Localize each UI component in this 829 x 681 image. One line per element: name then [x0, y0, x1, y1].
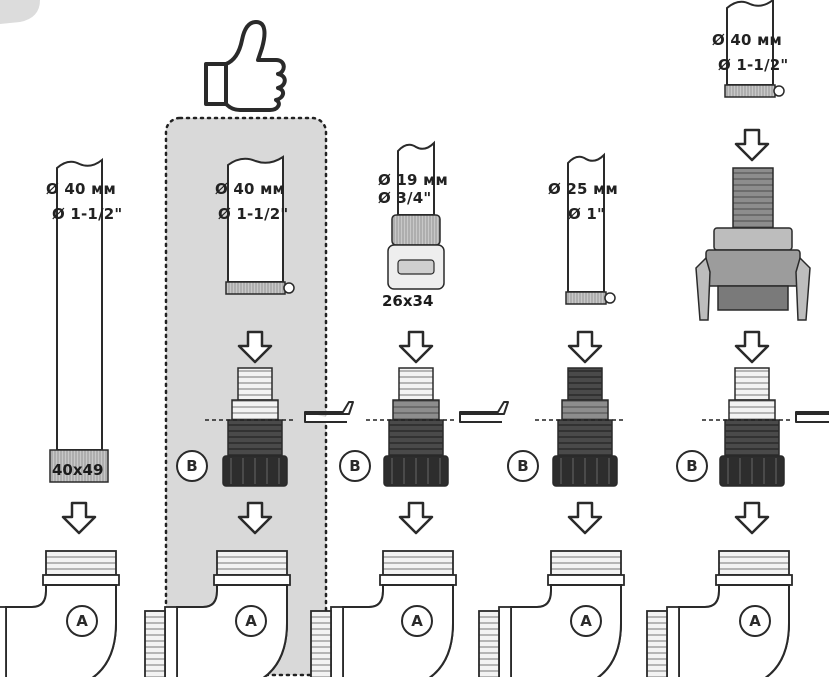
col2-elbow-top-collar — [214, 575, 290, 585]
col5-camlock-barb — [733, 168, 773, 228]
col5-adapter-low-thread — [725, 420, 779, 456]
col3-adapter-label: B — [339, 450, 371, 482]
col5-elbow-label: A — [739, 605, 771, 637]
col5-diameter-mm: Ø 40 мм — [712, 31, 782, 49]
col1-diameter-in: Ø 1-1/2" — [52, 205, 122, 223]
col5-cam-arm-right — [796, 258, 810, 320]
col3-elbow-label: A — [401, 605, 433, 637]
col4-diameter-in: Ø 1" — [568, 205, 605, 223]
col5-camlock-body — [706, 250, 800, 286]
col5-clamp-screw — [774, 86, 784, 96]
thumb-cuff — [206, 64, 226, 104]
col2-clamp — [226, 282, 285, 294]
col5-elbow-body-fill — [679, 585, 789, 677]
col5-adapter-cutter-icon — [796, 402, 829, 422]
col1-arrow-down — [63, 503, 95, 533]
col5-diameter-in: Ø 1-1/2" — [718, 56, 788, 74]
col4-clamp-screw — [605, 293, 615, 303]
col5-arrow-down-1 — [736, 130, 768, 160]
col3-tap-inner — [398, 260, 434, 274]
col3-diameter-mm: Ø 19 мм — [378, 171, 448, 189]
col5-arrow-down-3 — [736, 503, 768, 533]
col4-adapter-label: B — [507, 450, 539, 482]
col3-elbow — [311, 551, 456, 677]
col2-diameter-in: Ø 1-1/2" — [218, 205, 288, 223]
col5-elbow-side-thread — [647, 611, 667, 677]
col4-elbow-side-thread — [479, 611, 499, 677]
corner-tab — [0, 0, 40, 24]
col2-clamp-screw — [284, 283, 294, 293]
col5-camlock-top — [714, 228, 792, 250]
col4-adapter-barb — [568, 368, 602, 400]
col2-adapter-mid-thread — [232, 400, 278, 420]
col3-arrow-down-1 — [400, 332, 432, 362]
col2-adapter-low-thread — [228, 420, 282, 456]
col1-elbow-top-collar — [43, 575, 119, 585]
col4-elbow-body-fill — [511, 585, 621, 677]
col5-elbow-side-collar — [667, 607, 679, 677]
col4-diameter-mm: Ø 25 мм — [548, 180, 618, 198]
col3-elbow-side-collar — [331, 607, 343, 677]
col5-elbow-top-thread — [719, 551, 789, 575]
col4-elbow-side-collar — [499, 607, 511, 677]
col1-diameter-mm: Ø 40 мм — [46, 180, 116, 198]
col5-clamp — [725, 85, 775, 97]
col4-elbow-top-thread — [551, 551, 621, 575]
col5-adapter-mid-thread — [729, 400, 775, 420]
col1-elbow — [0, 551, 119, 677]
col3-adapter-low-thread — [389, 420, 443, 456]
col5-camlock-bottom — [718, 286, 788, 310]
col1-elbow-side-collar — [0, 607, 6, 677]
col4-arrow-down-1 — [569, 332, 601, 362]
col1-hose — [57, 160, 102, 450]
col1-fitting-size: 40x49 — [52, 461, 103, 479]
col2-elbow-top-thread — [217, 551, 287, 575]
col5-elbow-top-collar — [716, 575, 792, 585]
col5-adapter-barb — [735, 368, 769, 400]
col2-adapter-barb — [238, 368, 272, 400]
col4-elbow — [479, 551, 624, 677]
col3-adapter-barb — [399, 368, 433, 400]
col3-adapter-cutter-icon — [460, 402, 508, 422]
col3-fitting-size: 26x34 — [382, 292, 433, 310]
col1-elbow-body-fill — [6, 585, 116, 677]
col5-arrow-down-2 — [736, 332, 768, 362]
col3-elbow-top-collar — [380, 575, 456, 585]
col2-adapter-label: B — [176, 450, 208, 482]
col2-elbow-side-collar — [165, 607, 177, 677]
col5-elbow — [647, 551, 792, 677]
thumbs-up-icon — [206, 22, 285, 110]
col4-arrow-down-2 — [569, 503, 601, 533]
col5-cam-arm-left — [696, 258, 710, 320]
col3-elbow-body-fill — [343, 585, 453, 677]
col4-adapter-mid-thread — [562, 400, 608, 420]
col2-elbow-side-thread — [145, 611, 165, 677]
col4-elbow-label: A — [570, 605, 602, 637]
col4-adapter-low-thread — [558, 420, 612, 456]
col2-diameter-mm: Ø 40 мм — [215, 180, 285, 198]
col5-adapter-label: B — [676, 450, 708, 482]
col3-diameter-in: Ø 3/4" — [378, 189, 431, 207]
col4-hose — [568, 155, 604, 292]
col4-elbow-top-collar — [548, 575, 624, 585]
col3-arrow-down-2 — [400, 503, 432, 533]
col3-quick-connector — [392, 215, 440, 245]
col2-elbow-label: A — [235, 605, 267, 637]
col4-clamp — [566, 292, 606, 304]
col3-elbow-top-thread — [383, 551, 453, 575]
col1-elbow-label: A — [66, 605, 98, 637]
thumb-hand — [226, 22, 285, 110]
col3-elbow-side-thread — [311, 611, 331, 677]
col3-adapter-mid-thread — [393, 400, 439, 420]
col1-elbow-top-thread — [46, 551, 116, 575]
